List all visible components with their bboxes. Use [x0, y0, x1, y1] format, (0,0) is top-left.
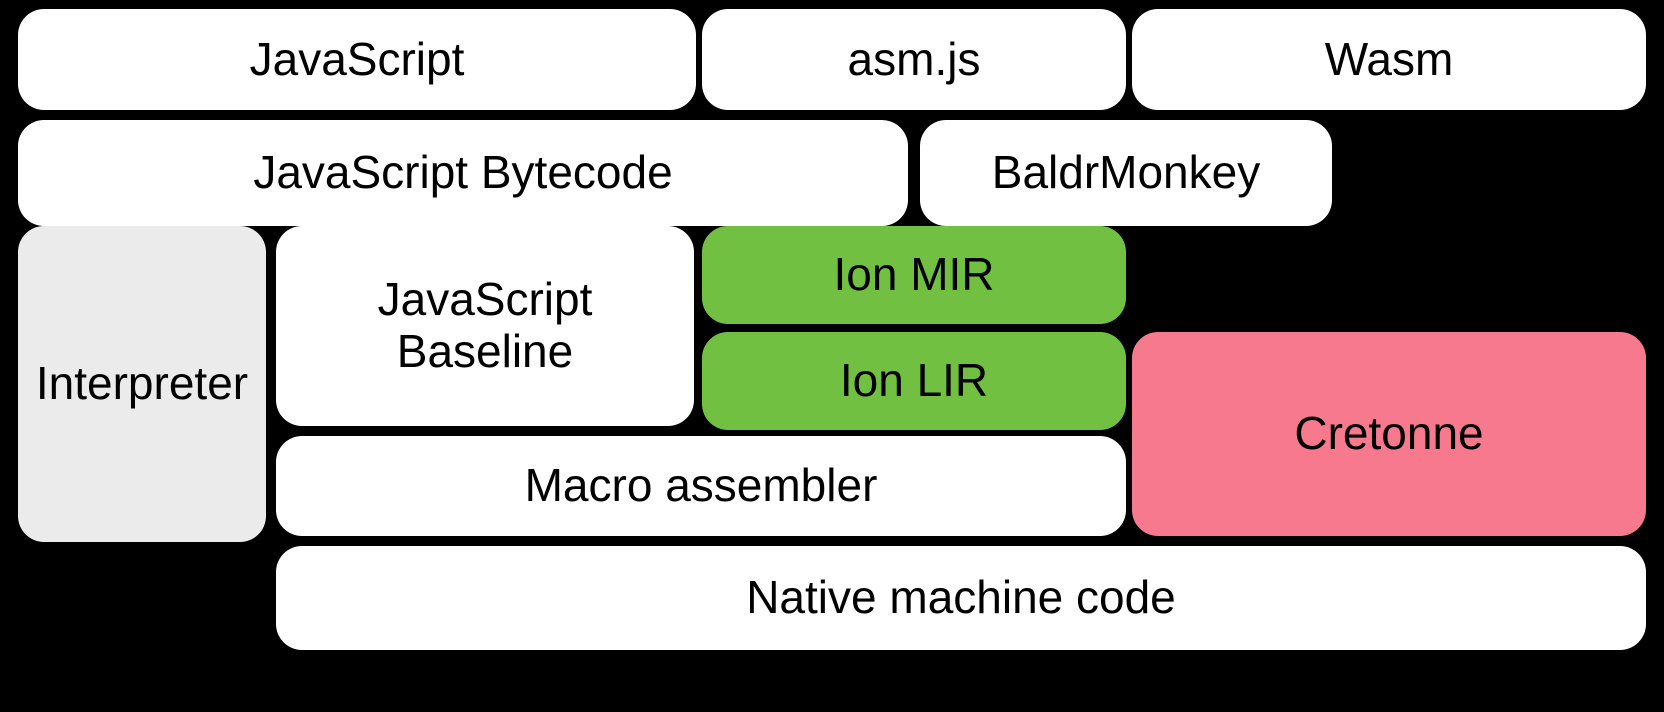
node-ion-lir: Ion LIR [702, 332, 1126, 430]
node-baldrmonkey: BaldrMonkey [920, 120, 1332, 226]
node-ion-mir: Ion MIR [702, 226, 1126, 324]
node-javascript-bytecode: JavaScript Bytecode [18, 120, 908, 226]
node-native-machine-code: Native machine code [276, 546, 1646, 650]
node-javascript-baseline: JavaScript Baseline [276, 226, 694, 426]
node-cretonne: Cretonne [1132, 332, 1646, 536]
node-asmjs: asm.js [702, 9, 1126, 110]
node-interpreter: Interpreter [18, 226, 266, 542]
node-wasm: Wasm [1132, 9, 1646, 110]
node-macro-assembler: Macro assembler [276, 436, 1126, 536]
node-javascript: JavaScript [18, 9, 696, 110]
